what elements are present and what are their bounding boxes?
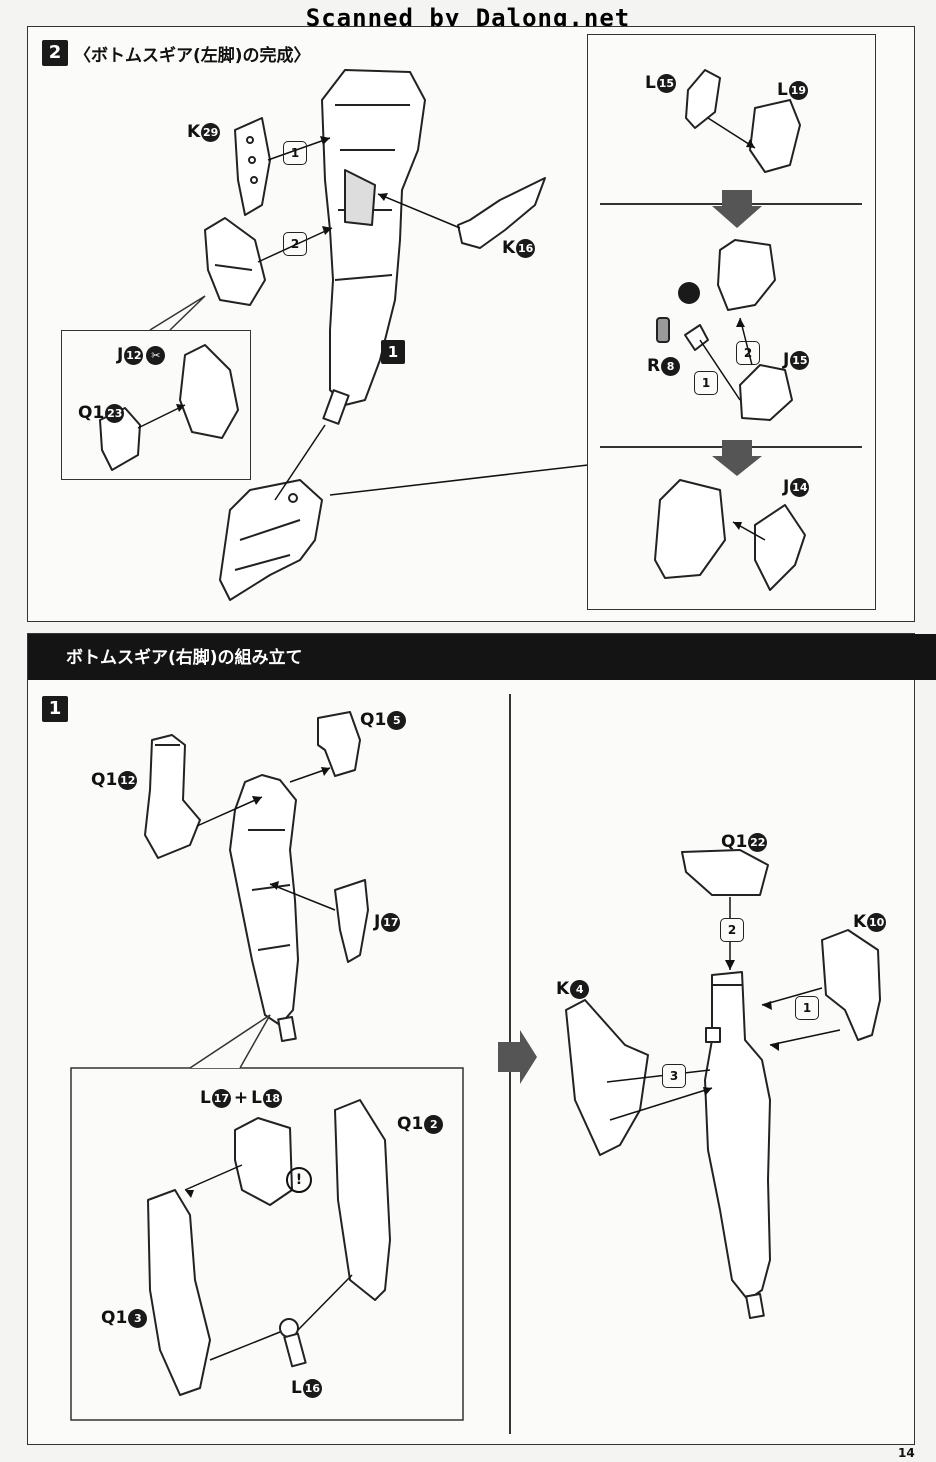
order-marker-2: 2 [720, 918, 744, 942]
step-title: 〈ボトムスギア(左脚)の完成〉 [74, 46, 311, 66]
page-number: 14 [898, 1446, 915, 1460]
order-marker-1: 1 [283, 141, 307, 165]
caution-icon: ! [286, 1167, 312, 1193]
foot-subassembly-panel [587, 34, 876, 610]
step-number: 2 [42, 40, 68, 66]
order-marker-2: 2 [283, 232, 307, 256]
order-marker-1: 1 [694, 371, 718, 395]
cut-tool-icon: ✂ [146, 345, 166, 365]
step-number: 1 [42, 696, 68, 722]
section-banner: ボトムスギア(右脚)の組み立て [28, 634, 936, 680]
sub-step-number: 1 [381, 340, 405, 364]
order-marker-3: 3 [662, 1064, 686, 1088]
order-marker-1: 1 [795, 996, 819, 1020]
order-marker-2: 2 [736, 341, 760, 365]
